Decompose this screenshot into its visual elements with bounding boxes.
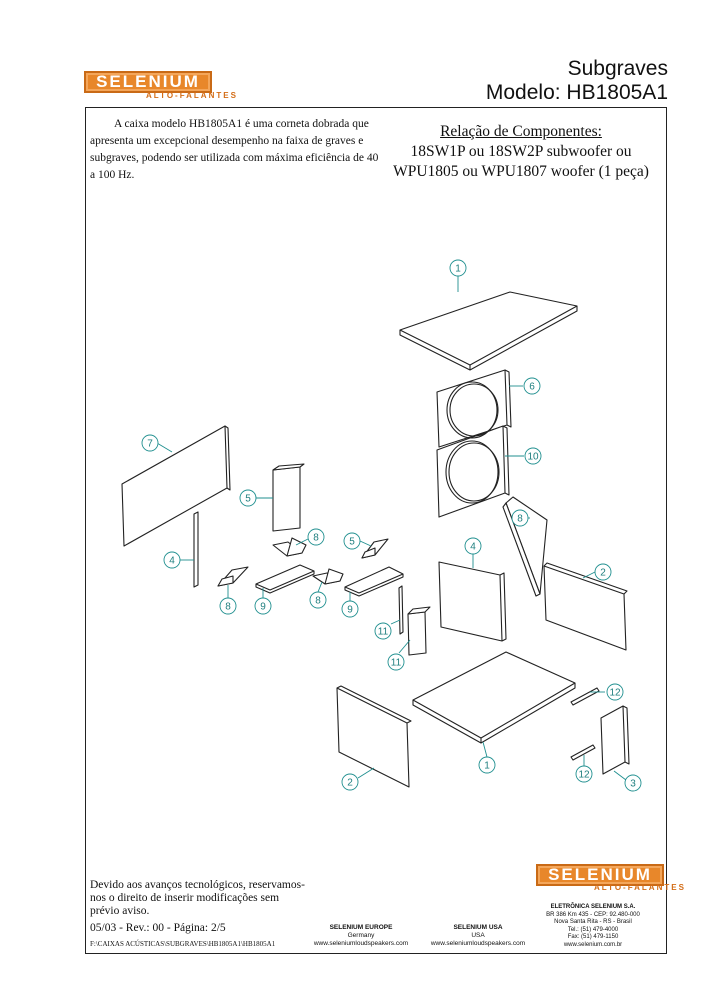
callout-circle	[219, 597, 237, 615]
callout-label: 8	[315, 596, 321, 607]
rod-12-top	[570, 687, 600, 706]
callout-circle	[523, 377, 541, 395]
callout-label: 12	[609, 688, 621, 699]
callout-circle	[163, 551, 181, 569]
callout-circle	[387, 653, 405, 671]
callout-circle	[478, 756, 496, 774]
logo-tagline-top: ALTO-FALANTES	[146, 91, 238, 100]
company-address-1: BR 386 Km 435 - CEP: 92.480-000	[546, 911, 640, 918]
page-frame	[85, 107, 667, 954]
usa-name: SELENIUM USA	[453, 924, 503, 931]
panel-3	[600, 705, 626, 775]
callout-label: 2	[347, 778, 353, 789]
callout-label: 11	[391, 658, 402, 669]
callout-label: 1	[455, 264, 461, 275]
selenium-logo-bottom: SELENIUM	[536, 864, 664, 886]
callout-label: 8	[225, 602, 231, 613]
disclaimer-text: Devido aos avanços tecnológicos, reserva…	[90, 879, 305, 917]
callout-label: 8	[517, 514, 523, 525]
strip-5	[193, 511, 199, 588]
callout-label: 11	[378, 627, 389, 638]
callout-circle	[575, 765, 593, 783]
callout-label: 12	[578, 770, 590, 781]
intro-paragraph: A caixa modelo HB1805A1 é uma corneta do…	[90, 118, 379, 181]
strip-11	[398, 585, 404, 635]
callout-circle	[374, 622, 392, 640]
callout-circle	[511, 509, 529, 527]
logo-tagline-bottom: ALTO-FALANTES	[594, 883, 686, 892]
callout-label: 4	[470, 542, 476, 553]
callout-circle	[254, 597, 272, 615]
components-block: Relação de Componentes: 18SW1P ou 18SW2P…	[380, 122, 662, 182]
panel-7-side	[121, 425, 228, 547]
usa-web[interactable]: www.seleniumloudspeakers.com	[430, 940, 526, 947]
company-fax: Fax: (51) 479-1150	[567, 934, 619, 940]
header-line-2: Modelo: HB1805A1	[485, 81, 668, 104]
callout-circle	[239, 489, 257, 507]
rod-12-bottom	[570, 744, 596, 761]
panel-2-right	[543, 565, 627, 651]
revision-info: 05/03 - Rev.: 00 - Página: 2/5	[90, 922, 226, 934]
header-title: Subgraves Modelo: HB1805A1	[486, 57, 668, 105]
block-11	[407, 611, 427, 656]
panel-4-right	[505, 496, 548, 595]
callout-circle	[464, 537, 482, 555]
components-line-2: WPU1805 ou WPU1807 woofer (1 peça)	[393, 163, 649, 180]
selenium-logo-top: SELENIUM	[84, 71, 212, 93]
panel-1-top	[399, 291, 578, 366]
panel-2-bottom	[336, 687, 410, 788]
callout-label: 6	[529, 382, 535, 393]
callout-circle	[341, 600, 359, 618]
callout-circle	[309, 591, 327, 609]
company-web[interactable]: www.selenium.com.br	[563, 941, 623, 948]
footer-europe: SELENIUM EUROPE Germany www.seleniumloud…	[296, 924, 426, 948]
callout-label: 8	[313, 533, 319, 544]
callout-circle	[594, 563, 612, 581]
callout-label: 10	[527, 452, 539, 463]
europe-country: Germany	[347, 932, 375, 939]
panel-1-bottom	[412, 651, 576, 739]
company-tel: Tel.: (51) 479-4000	[567, 926, 619, 933]
europe-name: SELENIUM EUROPE	[329, 924, 393, 931]
callout-circle	[606, 683, 624, 701]
callout-circle	[624, 774, 642, 792]
callout-circle	[449, 259, 467, 277]
callout-label: 9	[260, 602, 266, 613]
callout-circle	[141, 434, 159, 452]
callout-label: 4	[169, 556, 175, 567]
callout-label: 9	[347, 605, 353, 616]
file-path: F:\CAIXAS ACÚSTICAS\SUBGRAVES\HB1805A1\H…	[90, 940, 276, 948]
footer-usa: SELENIUM USA USA www.seleniumloudspeaker…	[413, 924, 543, 948]
company-address-2: Nova Santa Rita - RS - Brasil	[554, 919, 632, 925]
callout-label: 2	[600, 568, 606, 579]
callout-label: 5	[349, 537, 355, 548]
callout-label: 3	[630, 779, 636, 790]
panel-5-vertical	[272, 466, 301, 532]
callout-label: 7	[147, 439, 153, 450]
europe-web[interactable]: www.seleniumloudspeakers.com	[313, 940, 409, 947]
callout-label: 5	[245, 494, 251, 505]
company-info: ELETRÔNICA SELENIUM S.A. BR 386 Km 435 -…	[528, 904, 658, 949]
callout-label: 1	[484, 761, 490, 772]
company-name: ELETRÔNICA SELENIUM S.A.	[550, 904, 636, 910]
callout-circle	[524, 447, 542, 465]
usa-country: USA	[471, 932, 485, 939]
components-line-1: 18SW1P ou 18SW2P subwoofer ou	[410, 143, 632, 160]
callout-circle	[307, 528, 325, 546]
components-title: Relação de Componentes:	[440, 123, 602, 140]
panel-4-left	[438, 561, 503, 642]
callout-circle	[343, 532, 361, 550]
header-line-1: Subgraves	[567, 57, 668, 80]
callout-circle	[341, 773, 359, 791]
